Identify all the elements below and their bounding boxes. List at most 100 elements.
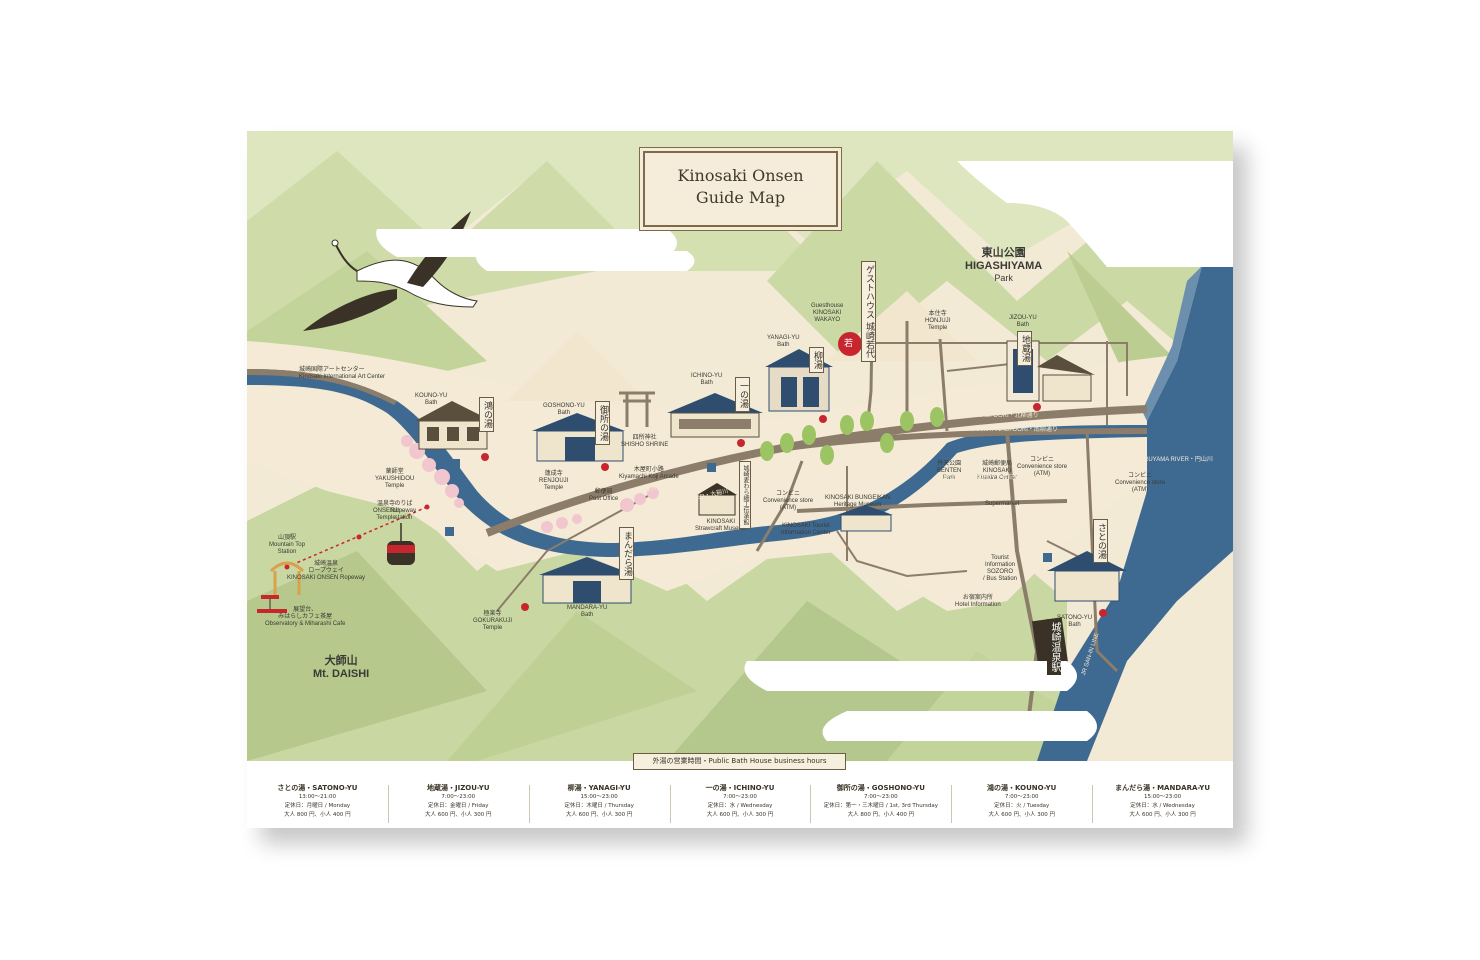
ropeway-gondola-icon xyxy=(387,523,415,565)
bungeikan-road-label: BUNGEIKAN-DORI・文芸館通り xyxy=(937,475,1026,481)
bath-hours-column: 御所の湯・GOSHONO-YU 7:00～23:00 定休日：第一・三木曜日 / 1… xyxy=(816,783,946,820)
minamiyanagi-road-label: MINAMIYANAGI-DORI・南柳通り xyxy=(967,427,1058,433)
bath-hours-column: 一の湯・ICHINO-YU 7:00～23:00 定休日：水 / Wednesday… xyxy=(675,783,805,820)
bath-hours-time: 7:00～23:00 xyxy=(723,794,757,800)
mountain-top-station-icon xyxy=(269,561,305,595)
bath-hours-time: 7:00～23:00 xyxy=(863,794,898,800)
sakura-trees xyxy=(401,435,659,533)
mandara-yu-sign: まんだら湯 xyxy=(619,527,634,580)
business-hours-title: 外湯の営業時間・Public Bath House business hours xyxy=(633,753,846,770)
wakayo-sign: ゲストハウス 城崎若代 xyxy=(861,261,876,362)
bath-hours-name: 御所の湯・GOSHONO-YU xyxy=(836,784,925,792)
onsen-icon xyxy=(481,403,1107,617)
bath-hours-price: 大人 800 円、小人 400 円 xyxy=(847,812,915,818)
yanagi-yu-sign: 柳湯 xyxy=(809,347,824,373)
ichino-yu-sign: 一の湯 xyxy=(735,377,750,412)
jizou-yu-sign: 地蔵湯 xyxy=(1017,331,1032,366)
maruyama-river-label: MARUYAMA RIVER・円山川 xyxy=(1135,457,1213,463)
parking-icon xyxy=(445,459,1052,562)
higashiyama-label: 東山公園 HIGASHIYAMA Park xyxy=(965,247,1043,283)
bath-hours-price: 大人 600 円、小人 300 円 xyxy=(988,812,1055,818)
wakayo-stamp-icon xyxy=(838,332,862,356)
bath-hours-separator xyxy=(810,785,812,823)
mugiwara-sign: 城崎麦わら細工伝承館 xyxy=(739,461,751,529)
bath-hours-separator xyxy=(1092,785,1094,823)
torii-icon xyxy=(619,391,655,427)
station-sign[interactable]: 城崎温泉駅 xyxy=(1047,619,1061,675)
bath-hours-price: 大人 600 円、小人 300 円 xyxy=(425,812,492,818)
bath-hours-name: 一の湯・ICHINO-YU xyxy=(705,784,775,792)
map-illustration xyxy=(247,131,1233,761)
observatory-icon xyxy=(257,595,287,613)
goshono-yu-sign: 御所の湯 xyxy=(595,401,610,445)
satono-yu-building xyxy=(1047,551,1127,602)
wakayo-stamp-text: 若 xyxy=(844,338,854,348)
bath-hours-name: 鴻の湯・KOUNO-YU xyxy=(987,784,1057,792)
map-title-line2: Guide Map xyxy=(695,188,786,207)
map-title-box: Kinosaki Onsen Guide Map xyxy=(643,151,838,227)
supermarket-label[interactable]: Supermarket xyxy=(985,501,1020,507)
maruyama-river xyxy=(1037,266,1233,761)
bath-hours-separator xyxy=(528,785,530,823)
map-title-line1: Kinosaki Onsen xyxy=(677,166,804,185)
bungeikan-building xyxy=(837,505,893,532)
bath-hours-time: 15:00～23:00 xyxy=(580,794,618,800)
kouno-yu-sign: 鴻の湯 xyxy=(479,397,494,432)
bath-hours-price: 大人 800 円、小人 400 円 xyxy=(284,812,351,818)
kouno-yu-building xyxy=(415,401,492,450)
kitayanagi-road-label: KITAYANAGI-DORI・北柳通り xyxy=(957,413,1039,419)
strawcraft-museum-building xyxy=(697,483,737,516)
bath-hours-separator xyxy=(669,785,671,823)
bath-hours-price: 大人 600 円、小人 300 円 xyxy=(1129,812,1196,818)
mt-daishi-label: 大師山 Mt. DAISHI xyxy=(313,655,370,680)
bath-hours-closed: 定休日：水 / Wednesday xyxy=(1130,803,1195,809)
bath-hours-time: 7:00～23:00 xyxy=(441,794,476,800)
bath-hours-closed: 定休日：金曜日 / Friday xyxy=(428,803,489,809)
bath-hours-separator xyxy=(951,785,953,823)
bath-hours-closed: 定休日：木曜日 / Thursday xyxy=(564,803,634,809)
bath-hours-closed: 定休日：第一・三木曜日 / 1st, 3rd Thursday xyxy=(823,803,939,809)
business-hours-panel: 外湯の営業時間・Public Bath House business hours… xyxy=(247,753,1233,828)
bath-hours-closed: 定休日：水 / Wednesday xyxy=(707,803,773,809)
bath-hours-time: 13:00～21:00 xyxy=(298,794,337,800)
clouds xyxy=(376,161,1233,741)
bath-hours-closed: 定休日：月曜日 / Monday xyxy=(284,803,351,809)
map-sheet: Kinosaki Onsen Guide Map 東山公園 HIGASHIYAM… xyxy=(247,131,1233,828)
bath-hours-closed: 定休日：火 / Tuesday xyxy=(994,803,1050,809)
